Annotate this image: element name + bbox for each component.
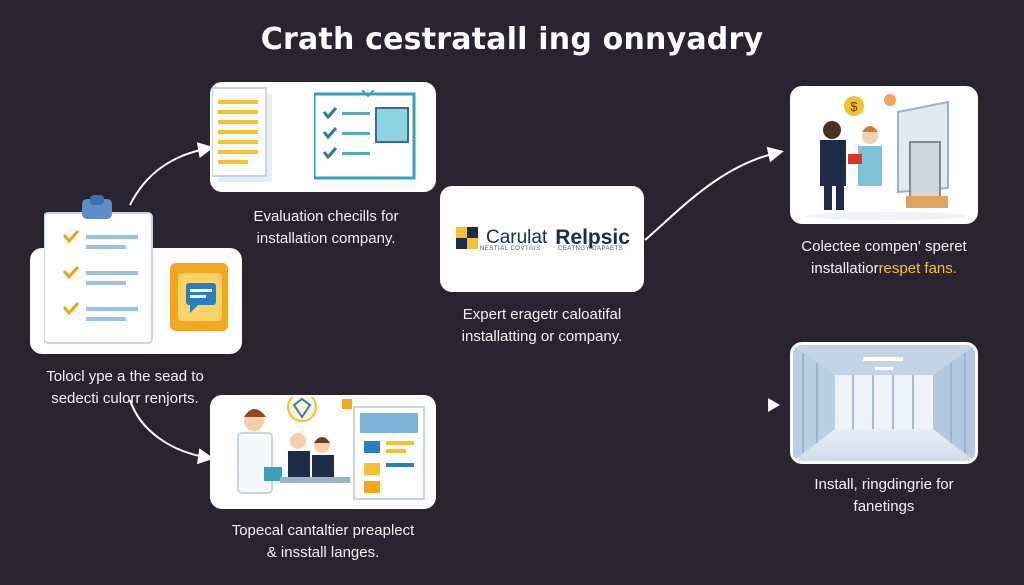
logo-left-subtext: NESTIAL COVTIUS bbox=[480, 246, 541, 252]
evaluation-caption-line-1: Evaluation checills for bbox=[253, 208, 399, 225]
document-icon bbox=[212, 87, 272, 182]
arrow-checklist-to-evaluation bbox=[129, 142, 214, 206]
logo-right-text: Relpsic bbox=[555, 226, 630, 249]
evaluation-caption: Evaluation checills for installation com… bbox=[226, 206, 426, 250]
checklist-caption-line-2: sedecti culorr renjorts. bbox=[51, 390, 199, 407]
logo-right-subtext: CEATNGY DAPAETS bbox=[558, 246, 624, 252]
people-meeting-icon: $ bbox=[806, 94, 966, 220]
meeting-card bbox=[210, 395, 436, 509]
team-meeting-illustration bbox=[237, 397, 425, 500]
expert-caption-line-2: installatting or company. bbox=[461, 328, 623, 345]
arrow-checklist-to-meeting bbox=[129, 399, 214, 465]
meeting-caption: Topecal cantaltier preaplect & insstall … bbox=[210, 520, 436, 564]
company-logos: Carulat Relpsic bbox=[456, 226, 630, 250]
meeting-caption-line-2: & insstall langes. bbox=[266, 544, 380, 561]
evaluation-card bbox=[210, 82, 436, 192]
arrow-to-install bbox=[768, 398, 780, 412]
expert-caption-line-1: Expert eragetr caloatifal bbox=[462, 306, 622, 323]
logo-left-text: Carulat bbox=[486, 227, 548, 248]
consult-caption-line-1: Colectee compen' speret bbox=[801, 238, 967, 255]
meeting-caption-line-1: Topecal cantaltier preaplect bbox=[231, 522, 415, 539]
diagram-title: Crath cestratall ing onnyadry bbox=[260, 22, 764, 57]
install-caption-line-1: Install, ringdingrie for bbox=[814, 476, 954, 493]
evaluation-caption-line-2: installation company. bbox=[256, 230, 396, 247]
checklist-screen-icon bbox=[314, 90, 416, 180]
office-room-icon bbox=[793, 345, 975, 461]
checklist-caption: Tolocl ype a the sead to sedecti culorr … bbox=[20, 366, 230, 410]
logo-mark-icon bbox=[456, 227, 478, 249]
chat-bubble-icon bbox=[170, 263, 228, 331]
expert-caption: Expert eragetr caloatifal installatting … bbox=[440, 304, 644, 348]
consult-caption: Colectee compen' speret installatiorresp… bbox=[790, 236, 978, 280]
svg-text:$: $ bbox=[850, 99, 858, 114]
install-caption-line-2: fanetings bbox=[853, 498, 915, 515]
consult-caption-plain: installatior bbox=[811, 260, 879, 277]
install-caption: Install, ringdingrie for fanetings bbox=[790, 474, 978, 518]
install-card bbox=[790, 342, 978, 464]
consult-caption-line-2: installatiorrespet fans. bbox=[790, 258, 978, 280]
expert-company-card: Carulat Relpsic NESTIAL COVTIUS CEATNGY … bbox=[440, 186, 644, 292]
checklist-caption-line-1: Tolocl ype a the sead to bbox=[46, 368, 204, 385]
dollar-icon bbox=[844, 96, 864, 116]
clipboard-icon bbox=[44, 195, 153, 344]
consult-caption-highlight: respet fans. bbox=[878, 260, 957, 277]
consult-card: $ bbox=[790, 86, 978, 224]
arrow-expert-to-consult bbox=[644, 146, 784, 241]
